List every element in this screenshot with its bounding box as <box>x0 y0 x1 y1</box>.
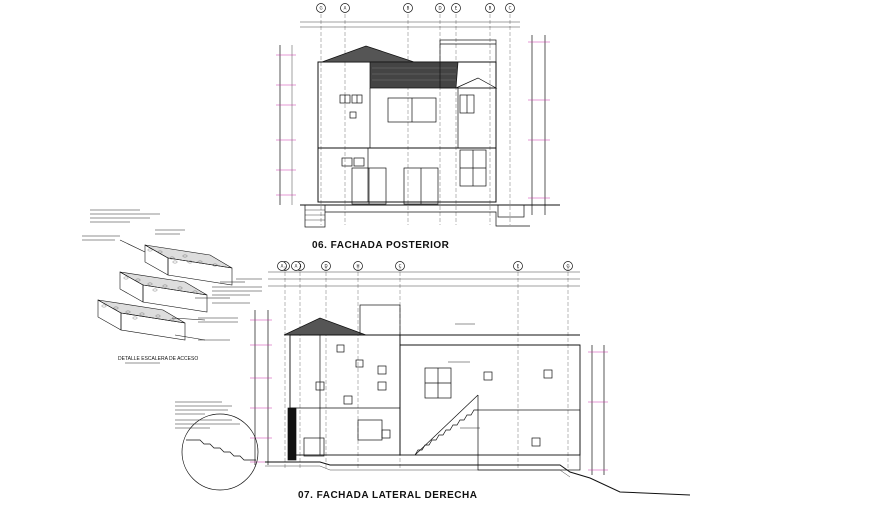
stone-hatch-mark <box>169 318 175 322</box>
stone-hatch-mark <box>192 290 198 294</box>
stair-detail <box>97 239 245 341</box>
upper-axis-label: A <box>344 6 347 11</box>
stone-hatch-mark <box>147 248 153 252</box>
upper-axis-bubble <box>451 3 461 13</box>
lower-axis-bubbles: GBDHCEGAA <box>277 261 573 271</box>
stone-hatch-mark <box>147 282 153 286</box>
lower-elevation: GBDHCEGAA <box>181 261 691 496</box>
stone-hatch-mark <box>139 312 145 316</box>
stone-hatch-mark <box>212 263 218 267</box>
upper-elevation-title: 06. FACHADA POSTERIOR <box>312 240 450 251</box>
stair-tread-mid <box>119 271 208 313</box>
upper-axis-bubble <box>505 3 515 13</box>
stone-hatch-mark <box>135 278 141 282</box>
upper-axis-label: B <box>407 6 410 11</box>
upper-axis-label: E <box>455 6 458 11</box>
upper-axis-bubble <box>435 3 445 13</box>
stone-hatch-mark <box>132 316 138 320</box>
lower-axis-label: A <box>281 264 284 269</box>
stone-hatch-mark <box>113 306 119 310</box>
stone-hatch-mark <box>182 254 188 258</box>
upper-axis-label: C <box>509 6 512 11</box>
upper-axis-bubble <box>485 3 495 13</box>
lower-axis-label: E <box>517 264 520 269</box>
stone-hatch-mark <box>157 250 163 254</box>
stone-hatch-mark <box>187 260 193 264</box>
stair-detail-title: DETALLE ESCALERA DE ACCESO <box>118 356 198 362</box>
stone-hatch-mark <box>125 310 131 314</box>
stone-hatch-mark <box>177 286 183 290</box>
lower-axis-bubble <box>291 261 301 271</box>
stone-hatch-mark <box>152 288 158 292</box>
lower-axis-label: A <box>295 264 298 269</box>
lower-elevation-title: 07. FACHADA LATERAL DERECHA <box>298 490 477 501</box>
stone-hatch-mark <box>197 260 203 264</box>
lower-notes <box>175 323 560 456</box>
upper-axis-bubble <box>340 3 350 13</box>
upper-axis-label: G <box>319 6 322 11</box>
stone-hatch-mark <box>172 260 178 264</box>
stone-hatch-mark <box>162 284 168 288</box>
stone-hatch-mark <box>155 314 161 318</box>
stone-hatch-mark <box>101 304 107 308</box>
upper-axis-bubble <box>316 3 326 13</box>
stone-hatch-mark <box>169 256 175 260</box>
upper-axis-label: B <box>489 6 492 11</box>
stone-hatch-mark <box>123 276 129 280</box>
upper-axis-bubble <box>403 3 413 13</box>
stair-notes <box>82 209 262 364</box>
upper-axis-label: D <box>438 6 441 11</box>
stair-tread-top <box>144 244 233 286</box>
stair-tread-low <box>97 299 186 341</box>
lower-axis-bubble <box>277 261 287 271</box>
